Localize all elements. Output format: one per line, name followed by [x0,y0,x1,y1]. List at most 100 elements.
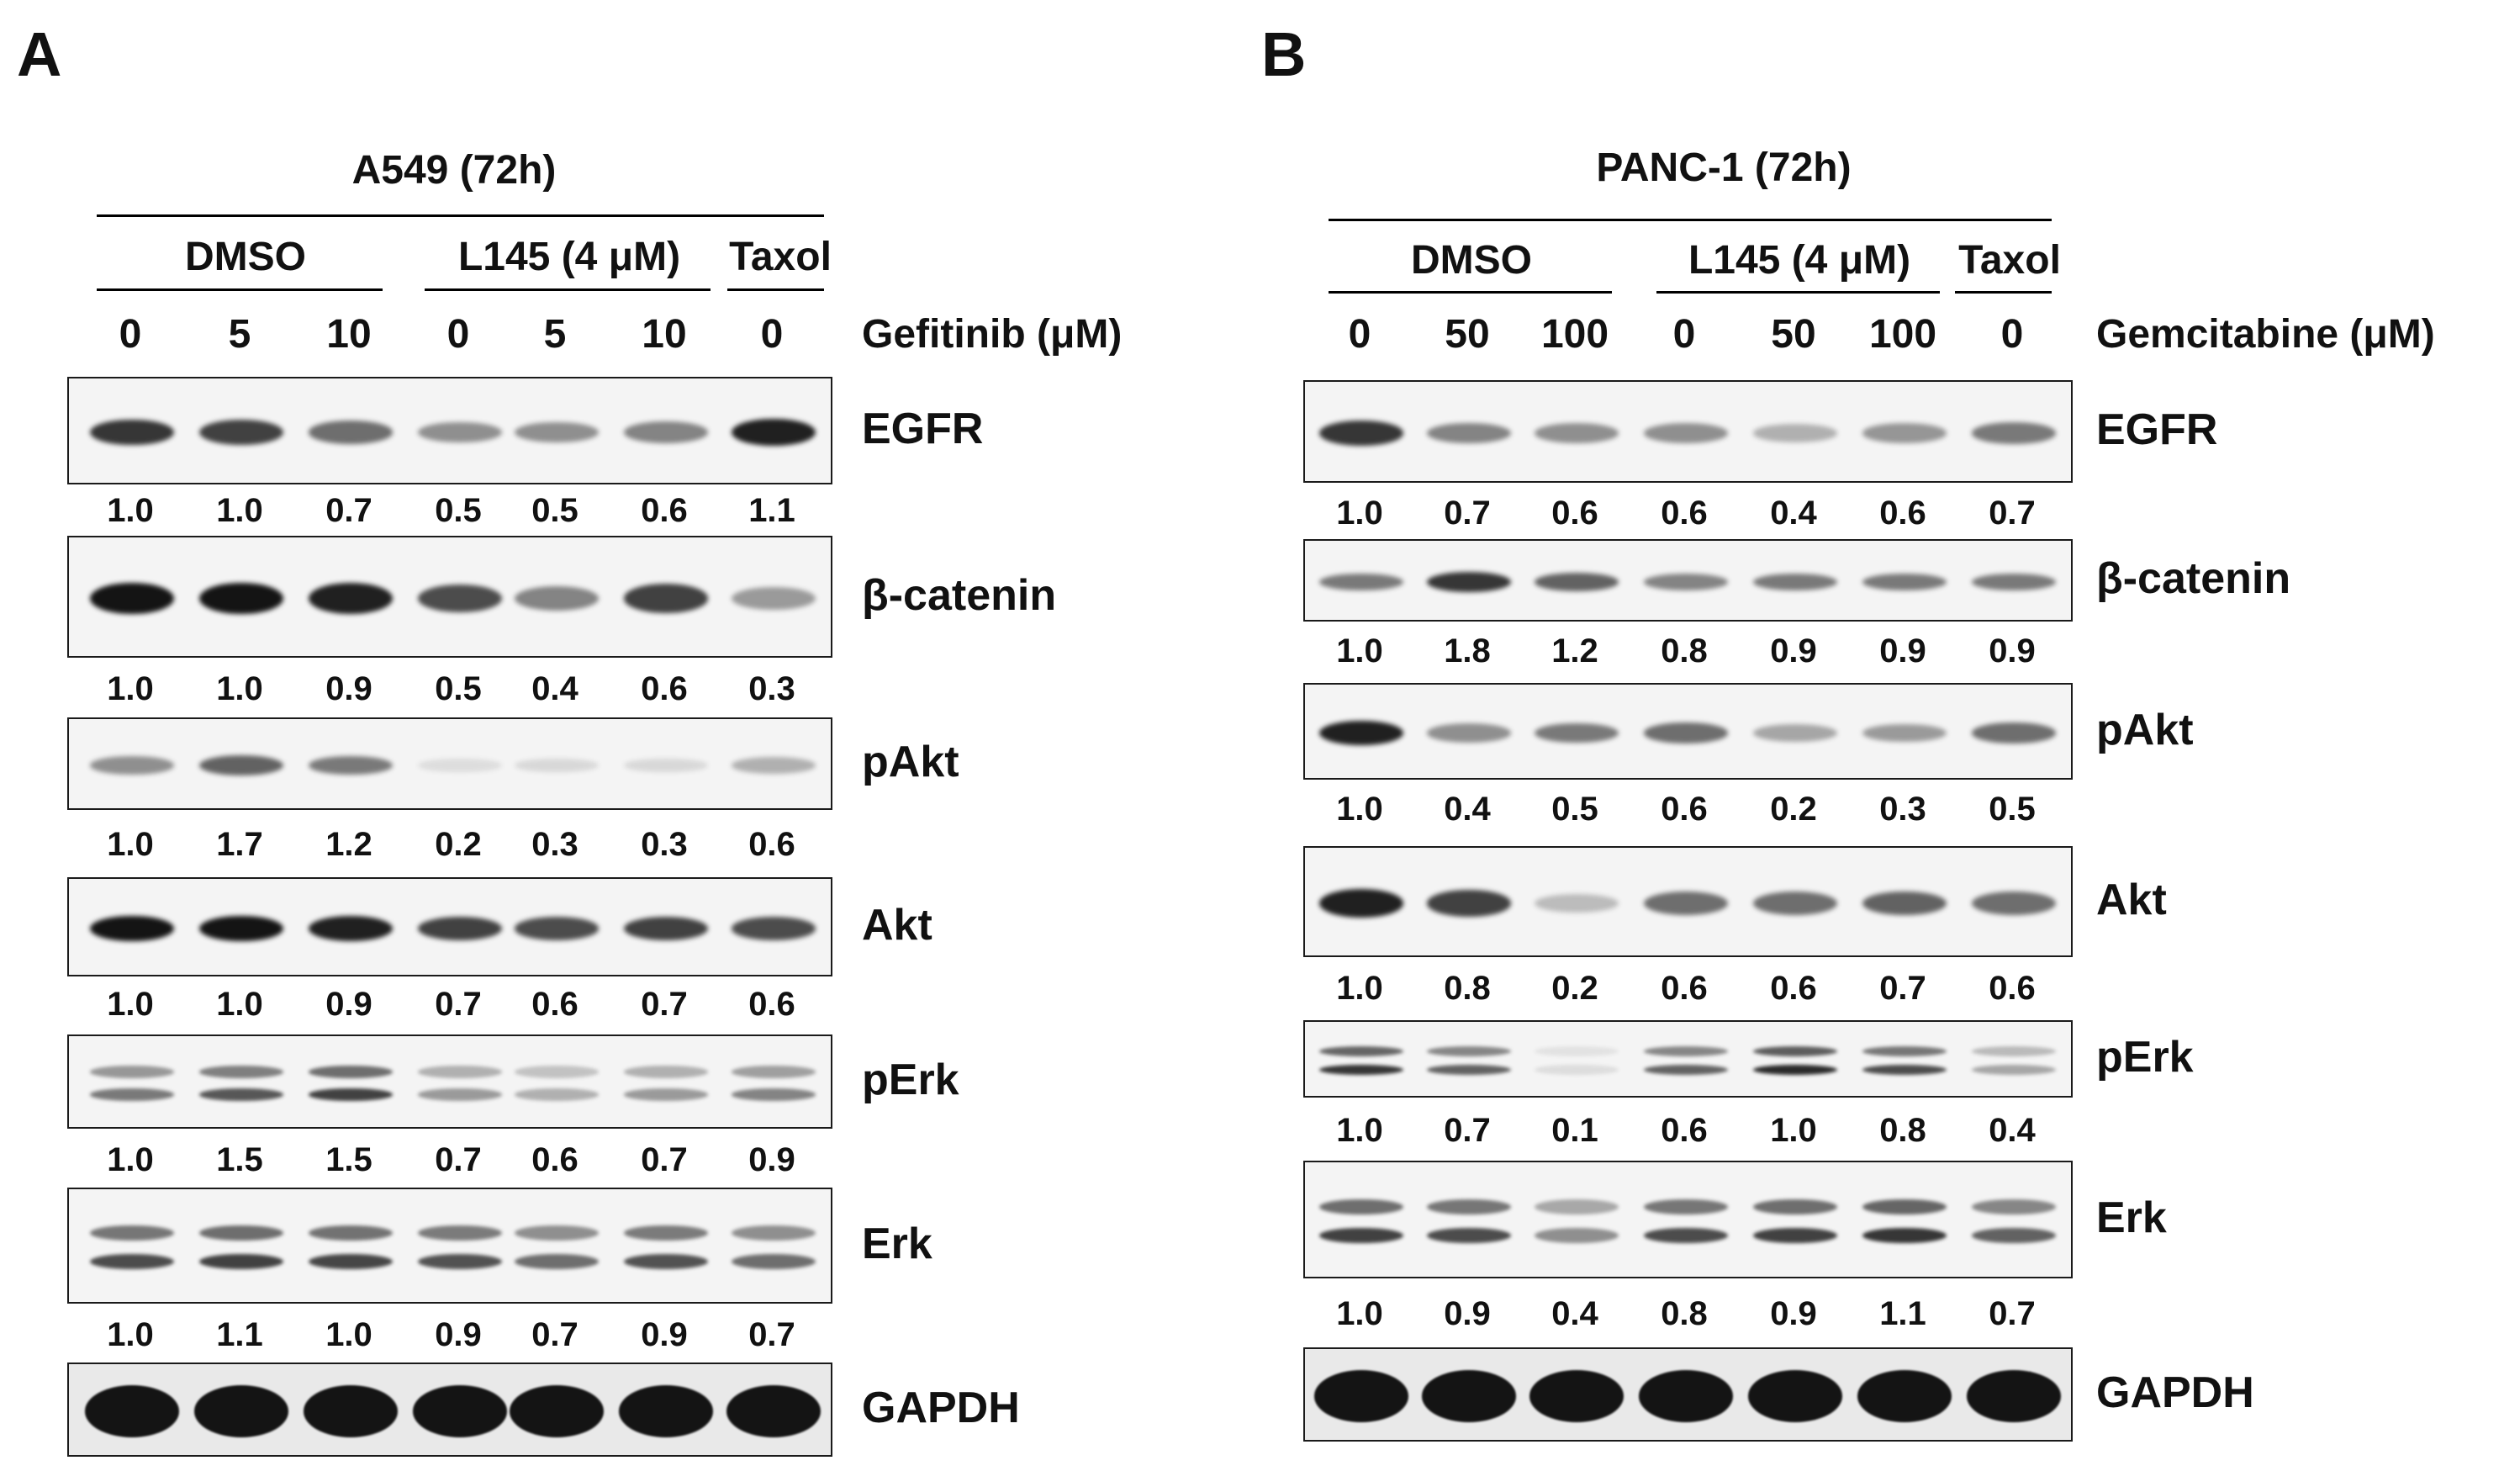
densitometry-value: 0.9 [1989,632,2036,669]
protein-band [1862,1045,1947,1056]
densitometry-value: 0.3 [641,826,688,863]
blot-strip [67,717,832,810]
protein-band [515,758,599,773]
densitometry-value: 0.2 [1770,791,1817,828]
densitometry-value: 1.0 [216,986,263,1023]
treatment-group-label: L145 (4 μM) [457,235,681,279]
densitometry-value: 1.0 [107,1316,154,1353]
protein-band [515,421,599,443]
treatment-group-underline [1329,291,1612,294]
densitometry-value: 1.0 [107,826,154,863]
densitometry-value: 1.0 [1336,1295,1383,1332]
densitometry-value: 1.0 [325,1316,372,1353]
protein-band [1972,1199,2056,1215]
protein-band [1753,724,1837,742]
densitometry-value: 0.6 [1989,970,2036,1007]
protein-band [1535,423,1619,443]
treatment-group-underline [1656,291,1940,294]
protein-label: β-catenin [862,570,1057,620]
densitometry-value: 1.0 [1336,495,1383,532]
protein-band [1535,1227,1619,1243]
protein-band [90,582,174,615]
protein-band [1427,422,1511,444]
densitometry-value: 1.8 [1444,632,1491,669]
densitometry-value: 0.6 [748,826,795,863]
densitometry-value: 0.6 [748,986,795,1023]
protein-band [418,758,502,773]
densitometry-value: 0.9 [435,1316,482,1353]
densitometry-value: 0.5 [435,670,482,707]
lane-concentration: 0 [1672,312,1696,357]
lane-concentration: 5 [228,312,251,357]
protein-band [732,1253,816,1269]
protein-band [1319,720,1403,746]
densitometry-value: 0.9 [1444,1295,1491,1332]
protein-band [90,1225,174,1241]
protein-label: Erk [2096,1193,2167,1242]
protein-band [1748,1370,1842,1422]
treatment-group-label: Taxol [729,235,832,279]
protein-band [515,917,599,940]
treatment-group-label: DMSO [185,235,306,279]
densitometry-value: 1.1 [216,1316,263,1353]
densitometry-value: 0.6 [1661,970,1708,1007]
protein-band [309,1066,393,1078]
densitometry-value: 0.9 [325,986,372,1023]
protein-band [194,1385,288,1437]
protein-band [1644,1227,1728,1243]
densitometry-value: 1.0 [1336,632,1383,669]
treatment-group-label: DMSO [1411,238,1532,283]
protein-band [1535,893,1619,913]
densitometry-value: 0.5 [1551,791,1598,828]
protein-band [510,1385,604,1437]
lane-concentration: 0 [1348,312,1371,357]
panel-letter: B [1261,19,1307,89]
protein-band [418,421,502,443]
protein-band [199,1253,283,1269]
protein-band [1427,572,1511,592]
densitometry-value: 0.3 [1879,791,1926,828]
densitometry-value: 0.9 [641,1316,688,1353]
protein-band [1314,1370,1408,1422]
protein-band [1753,1199,1837,1215]
protein-band [199,1066,283,1078]
panel-letter: A [17,19,62,89]
protein-band [732,586,816,611]
protein-band [1972,1045,2056,1056]
protein-band [413,1385,507,1437]
protein-band [309,421,393,444]
protein-band [309,755,393,775]
densitometry-value: 0.7 [641,1141,688,1178]
densitometry-value: 1.0 [1336,791,1383,828]
protein-band [624,758,708,773]
protein-label: GAPDH [862,1384,1020,1432]
densitometry-value: 0.9 [1770,632,1817,669]
blot-strip [1303,1347,2073,1442]
blot-strip [67,536,832,658]
densitometry-value: 0.6 [1661,791,1708,828]
protein-band [515,1066,599,1078]
protein-label: pAkt [2096,705,2194,754]
protein-band [732,917,816,940]
protein-label: β-catenin [2096,554,2291,603]
blot-strip [1303,1020,2073,1098]
treatment-group-label: L145 (4 μM) [1688,238,1911,283]
densitometry-value: 0.5 [531,492,578,529]
densitometry-value: 0.1 [1551,1112,1598,1149]
lane-concentration: 0 [760,312,784,357]
protein-band [418,917,502,940]
densitometry-value: 1.0 [107,492,154,529]
protein-band [1862,1227,1947,1243]
densitometry-value: 0.6 [1879,495,1926,532]
protein-band [1427,1065,1511,1075]
densitometry-value: 0.4 [531,670,578,707]
protein-label: pErk [2096,1033,2194,1082]
protein-band [1427,1199,1511,1215]
lane-concentration: 100 [1868,312,1937,357]
protein-label: pAkt [862,738,959,786]
densitometry-value: 0.9 [1879,632,1926,669]
protein-band [1862,723,1947,743]
densitometry-value: 1.7 [216,826,263,863]
protein-band [624,1225,708,1241]
protein-band [624,421,708,443]
